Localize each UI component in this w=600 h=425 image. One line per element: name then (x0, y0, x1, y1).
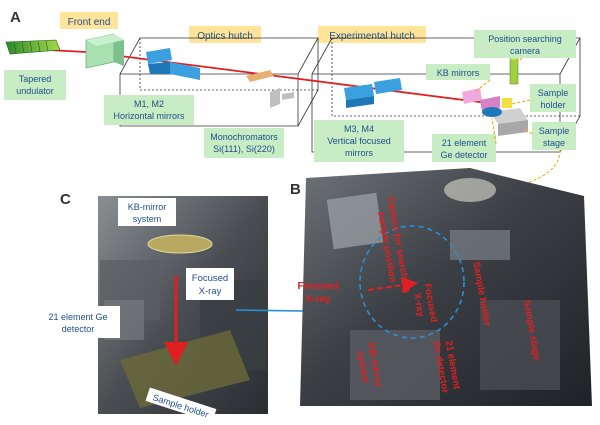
focused-xray-arrow-b (367, 277, 418, 294)
svg-text:mirrors: mirrors (345, 148, 373, 158)
panel-letter-c: C (60, 191, 71, 208)
svg-text:Tapered: Tapered (19, 74, 52, 84)
svg-text:stage: stage (543, 138, 565, 148)
station-optics-hutch: Optics hutch (189, 26, 261, 43)
svg-text:X-ray: X-ray (411, 292, 426, 318)
svg-text:detector: detector (62, 324, 95, 334)
station-experimental-hutch: Experimental hutch (318, 26, 426, 43)
label-c-ge-detector: 21 element Ge detector (36, 306, 120, 338)
beam-main (119, 55, 496, 105)
svg-text:Focused: Focused (192, 273, 228, 284)
ge-detector-cylinder (482, 107, 502, 117)
label-m3-m4: M3, M4 Vertical focused mirrors (314, 120, 404, 162)
label-c-focused-xray: Focused X-ray (186, 268, 234, 300)
svg-text:21 element Ge: 21 element Ge (48, 312, 107, 322)
station-optics-hutch-label: Optics hutch (197, 31, 253, 42)
svg-text:X-ray: X-ray (305, 294, 330, 305)
photo-b (300, 168, 592, 406)
svg-text:Monochromators: Monochromators (210, 132, 278, 142)
svg-text:Si(111), Si(220): Si(111), Si(220) (213, 144, 275, 154)
svg-text:Sample: Sample (539, 126, 570, 136)
panel-letter-b: B (290, 181, 301, 198)
svg-text:KB-mirror: KB-mirror (128, 202, 167, 212)
svg-text:21 element: 21 element (442, 138, 487, 148)
svg-text:Sample: Sample (538, 88, 569, 98)
svg-text:Focused: Focused (297, 281, 338, 292)
label-m1-m2: M1, M2 Horizontal mirrors (104, 95, 194, 125)
svg-text:M1, M2: M1, M2 (134, 99, 164, 109)
svg-text:X-ray: X-ray (199, 286, 222, 297)
label-ge-detector: 21 element Ge detector (432, 134, 496, 162)
label-sample-holder: Sample holder (530, 84, 576, 112)
label-b-focused-xray: Focused X-ray (297, 281, 338, 305)
sample-holder-cube (502, 98, 512, 108)
photo-c (98, 196, 268, 414)
station-front-end-label: Front end (68, 17, 111, 28)
svg-text:Position searching: Position searching (488, 34, 562, 44)
svg-text:camera: camera (510, 46, 540, 56)
m3-m4-mirrors (344, 78, 402, 108)
label-monochromators: Monochromators Si(111), Si(220) (204, 128, 284, 158)
front-end-block (85, 33, 124, 69)
svg-text:M3, M4: M3, M4 (344, 124, 374, 134)
camera-cylinder (509, 56, 519, 85)
station-front-end: Front end (60, 12, 118, 29)
label-b-focused-xray-rot: Focused X-ray (411, 283, 439, 324)
svg-text:KB mirrors: KB mirrors (437, 68, 480, 78)
svg-text:Horizontal mirrors: Horizontal mirrors (113, 111, 185, 121)
svg-text:system: system (133, 214, 162, 224)
svg-text:undulator: undulator (16, 86, 54, 96)
panel-letter-a: A (10, 9, 21, 26)
label-position-camera: Position searching camera (474, 30, 576, 58)
station-experimental-hutch-label: Experimental hutch (329, 31, 415, 42)
label-sample-stage: Sample stage (532, 122, 576, 150)
svg-text:holder: holder (540, 100, 565, 110)
label-c-kb-system: KB-mirror system (118, 198, 176, 226)
label-kb-mirrors: KB mirrors (426, 64, 490, 80)
m1-m2-mirrors (146, 48, 200, 80)
svg-text:Vertical focused: Vertical focused (327, 136, 391, 146)
monochromator (246, 70, 294, 108)
svg-text:Ge detector: Ge detector (440, 150, 487, 160)
undulator (5, 39, 61, 55)
label-tapered-undulator: Tapered undulator (4, 70, 66, 100)
